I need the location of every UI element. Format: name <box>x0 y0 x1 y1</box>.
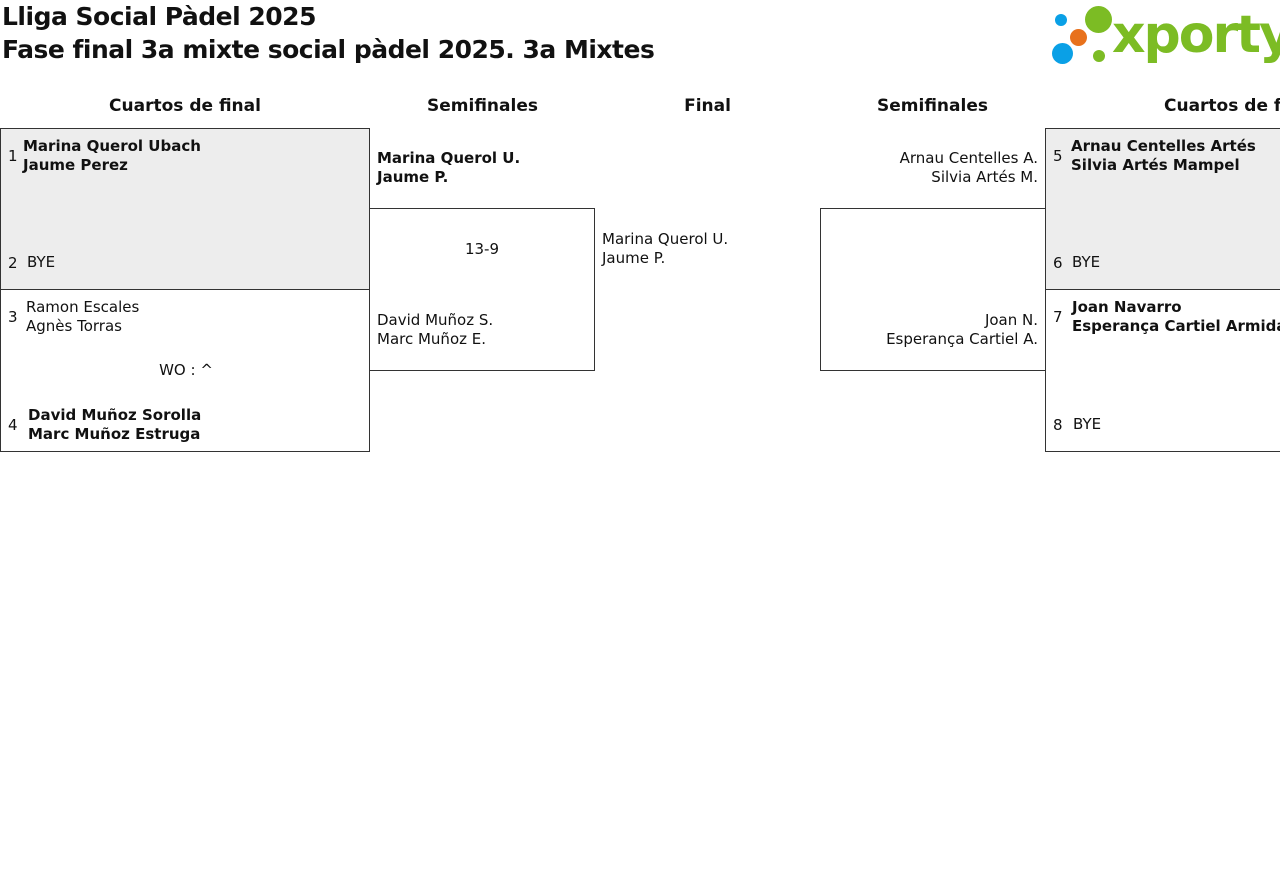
player-name: Arnau Centelles Artés <box>1071 137 1256 155</box>
player-name: Joan Navarro <box>1072 298 1182 316</box>
seed-number: 5 <box>1053 147 1063 165</box>
player-name: Marc Muñoz Estruga <box>28 425 201 443</box>
seed-number: 8 <box>1053 416 1063 434</box>
logo-dot-orange <box>1070 29 1087 46</box>
match-left-qf-2[interactable]: 3 Ramon Escales Agnès Torras WO : ^ 4 Da… <box>0 289 370 452</box>
player-name: David Muñoz S. <box>377 311 494 329</box>
seed-number: 1 <box>8 147 18 165</box>
semi-right-top-team: Arnau Centelles A. Silvia Artés M. <box>820 149 1038 187</box>
player-name: Arnau Centelles A. <box>899 149 1038 167</box>
player-name: Joan N. <box>984 311 1038 329</box>
team-names: BYE <box>1072 253 1100 272</box>
seed-number: 6 <box>1053 254 1063 272</box>
round-label-right-semis: Semifinales <box>877 96 988 116</box>
semi-left-top-team: Marina Querol U. Jaume P. <box>377 149 520 187</box>
player-name: Jaume P. <box>602 249 666 267</box>
match-left-qf-1[interactable]: 1 Marina Querol Ubach Jaume Perez 2 BYE <box>0 128 370 290</box>
logo-dot-blue <box>1055 14 1067 26</box>
match-score: WO : ^ <box>159 361 213 379</box>
round-label-final: Final <box>684 96 731 116</box>
team-names: BYE <box>27 253 55 272</box>
player-name: Jaume P. <box>377 168 449 186</box>
logo-wordmark: xporty <box>1112 5 1280 65</box>
team-names: Joan Navarro Esperança Cartiel Armida <box>1072 298 1280 336</box>
player-name: Marina Querol U. <box>602 230 729 248</box>
round-label-left-semis: Semifinales <box>427 96 538 116</box>
match-left-semi[interactable]: 13-9 David Muñoz S. Marc Muñoz E. <box>369 208 595 371</box>
player-name: Silvia Artés M. <box>931 168 1038 186</box>
player-name: David Muñoz Sorolla <box>28 406 202 424</box>
team-names: Joan N. Esperança Cartiel A. <box>821 311 1038 349</box>
player-name: Marina Querol U. <box>377 149 521 167</box>
league-title: Lliga Social Pàdel 2025 <box>2 2 316 31</box>
match-score: 13-9 <box>464 240 500 258</box>
match-right-qf-2[interactable]: 7 Joan Navarro Esperança Cartiel Armida … <box>1045 289 1280 452</box>
seed-number: 3 <box>8 308 18 326</box>
team-names: Arnau Centelles Artés Silvia Artés Mampe… <box>1071 137 1256 175</box>
player-name: BYE <box>1073 415 1102 433</box>
player-name: Silvia Artés Mampel <box>1071 156 1240 174</box>
logo-dot-green <box>1085 6 1112 33</box>
match-right-semi[interactable]: Joan N. Esperança Cartiel A. <box>820 208 1046 371</box>
player-name: Jaume Perez <box>23 156 128 174</box>
team-names: BYE <box>1073 415 1101 434</box>
team-names: David Muñoz Sorolla Marc Muñoz Estruga <box>28 406 201 444</box>
seed-number: 2 <box>8 254 18 272</box>
phase-title: Fase final 3a mixte social pàdel 2025. 3… <box>2 35 655 64</box>
round-label-right-quarters: Cuartos de fin <box>1164 96 1280 116</box>
seed-number: 7 <box>1053 308 1063 326</box>
player-name: Esperança Cartiel Armida <box>1072 317 1280 335</box>
player-name: BYE <box>27 253 56 271</box>
player-name: Marina Querol Ubach <box>23 137 201 155</box>
player-name: Agnès Torras <box>26 317 122 335</box>
player-name: Ramon Escales <box>26 298 140 316</box>
round-label-left-quarters: Cuartos de final <box>109 96 261 116</box>
logo-dot-green-small <box>1093 50 1105 62</box>
team-names: Ramon Escales Agnès Torras <box>26 298 139 336</box>
player-name: BYE <box>1072 253 1101 271</box>
final-team: Marina Querol U. Jaume P. <box>602 230 728 268</box>
player-name: Marc Muñoz E. <box>377 330 487 348</box>
xporty-logo: xporty <box>1052 4 1280 68</box>
logo-dot-blue-large <box>1052 43 1073 64</box>
team-names: Marina Querol Ubach Jaume Perez <box>23 137 201 175</box>
seed-number: 4 <box>8 416 18 434</box>
player-name: Esperança Cartiel A. <box>886 330 1038 348</box>
team-names: David Muñoz S. Marc Muñoz E. <box>377 311 493 349</box>
match-right-qf-1[interactable]: 5 Arnau Centelles Artés Silvia Artés Mam… <box>1045 128 1280 290</box>
